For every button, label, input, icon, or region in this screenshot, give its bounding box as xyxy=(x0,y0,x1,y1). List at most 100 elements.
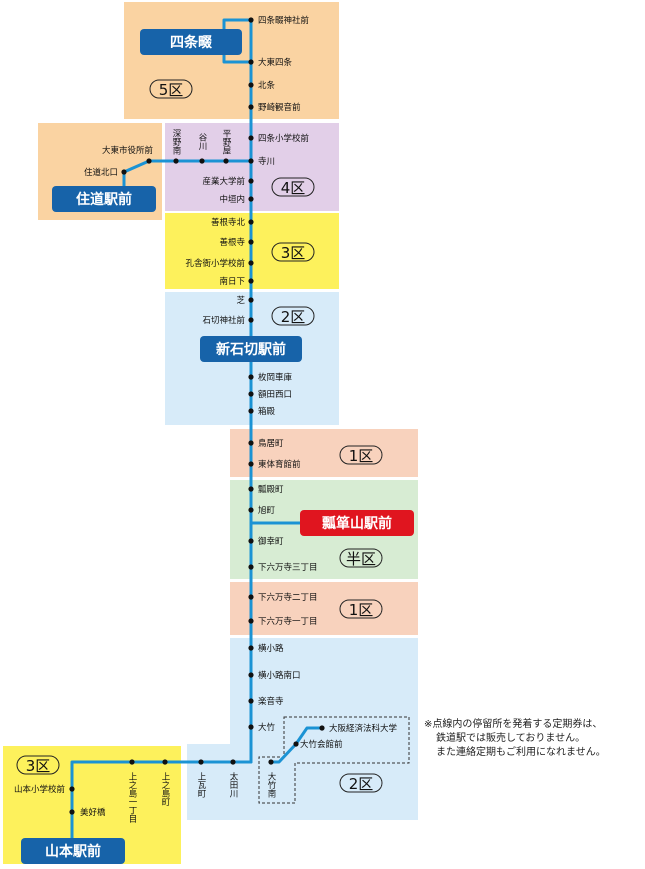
station-label-vertical: 大竹南 xyxy=(266,771,276,797)
stop-dot xyxy=(198,759,204,765)
station-label: 額田西口 xyxy=(258,389,292,400)
stop-dot xyxy=(248,178,254,184)
station-label: 大東市役所前 xyxy=(102,145,154,156)
station-label: 下六万寺二丁目 xyxy=(258,592,318,603)
stop-dot xyxy=(129,759,135,765)
zone-label-3-west: 3区 xyxy=(26,757,51,775)
station-label: 下六万寺三丁目 xyxy=(258,562,318,573)
stop-dot xyxy=(248,440,254,446)
station-label: 大竹 xyxy=(258,722,276,733)
station-label: 横小路 xyxy=(258,643,284,654)
hub-boxes: 四条畷 住道駅前 新石切駅前 瓢箪山駅前 山本駅前 xyxy=(21,29,414,864)
station-label: 東体育館前 xyxy=(258,459,301,470)
station-label: 美好橋 xyxy=(80,807,106,818)
station-labels-vertical: 大竹南 太田川 上瓦町 上之島町 上之島一丁目 平野屋 谷川 深野南 xyxy=(127,129,276,824)
stop-dot xyxy=(248,196,254,202)
stop-dot xyxy=(69,786,75,792)
stop-dot xyxy=(248,594,254,600)
station-label: 石切神社前 xyxy=(202,315,245,326)
ticket-notice-line-2: 鉄道駅では販売しておりません。 xyxy=(436,733,586,744)
stop-dot xyxy=(230,759,236,765)
stop-dot xyxy=(248,408,254,414)
station-label-vertical: 上之島一丁目 xyxy=(127,772,137,824)
hub-box-hyotanyama xyxy=(300,510,414,536)
zone-label-3: 3区 xyxy=(281,244,306,262)
station-label-vertical: 平野屋 xyxy=(221,129,231,155)
stop-dot xyxy=(146,158,152,164)
station-label-vertical: 上之島町 xyxy=(160,772,170,806)
stop-dot xyxy=(268,759,274,765)
station-label: 四条小学校前 xyxy=(258,133,310,144)
stop-dot xyxy=(248,82,254,88)
stop-dot xyxy=(199,158,205,164)
station-label: 大東四条 xyxy=(258,57,293,68)
station-label: 山本小学校前 xyxy=(14,784,66,795)
stop-dot xyxy=(293,741,299,747)
stop-dot xyxy=(173,158,179,164)
zone-label-4: 4区 xyxy=(281,179,306,197)
hub-box-shijonawate xyxy=(140,29,242,55)
station-label: 鳥居町 xyxy=(258,438,284,449)
station-label: 大竹会館前 xyxy=(300,739,343,750)
station-label: 住道北口 xyxy=(84,167,118,178)
stop-dot xyxy=(248,538,254,544)
station-label: 下六万寺一丁目 xyxy=(258,616,318,627)
station-label: 横小路南口 xyxy=(258,670,301,681)
stop-dot xyxy=(248,507,254,513)
stop-dot xyxy=(248,374,254,380)
station-label: 孔舎衙小学校前 xyxy=(185,258,245,269)
stop-dot xyxy=(248,297,254,303)
station-label: 野崎観音前 xyxy=(258,102,301,113)
stop-dot xyxy=(248,618,254,624)
zone-label-box xyxy=(271,177,315,197)
hub-label-shijonawate: 四条畷 xyxy=(170,34,212,51)
stop-dot xyxy=(319,725,325,731)
zone-1-area-north xyxy=(230,429,418,477)
zone-label-box xyxy=(339,548,383,568)
station-label: 寺川 xyxy=(258,157,275,167)
ticket-notice-line-3: また連絡定期もご利用になれません。 xyxy=(436,747,606,758)
stop-dot xyxy=(248,461,254,467)
stop-dot xyxy=(248,486,254,492)
stop-dot xyxy=(248,278,254,284)
stop-dot xyxy=(248,59,254,65)
stop-dot xyxy=(162,759,168,765)
hub-label-yamamoto: 山本駅前 xyxy=(45,843,101,860)
stop-dot xyxy=(248,724,254,730)
station-label-vertical: 谷川 xyxy=(197,133,207,150)
zone-2-area-south xyxy=(230,638,418,744)
station-label-vertical: 深野南 xyxy=(171,129,181,155)
stop-dot xyxy=(223,158,229,164)
otake-branch-line xyxy=(70,760,253,848)
station-label-vertical: 太田川 xyxy=(228,771,238,797)
zone-label-box xyxy=(149,79,193,99)
station-label-vertical: 上瓦町 xyxy=(196,772,206,798)
stop-dot xyxy=(248,317,254,323)
stop-dot xyxy=(69,809,75,815)
hub-label-sumidou: 住道駅前 xyxy=(76,191,132,208)
zone-1-area-south xyxy=(230,582,418,635)
stop-dot xyxy=(248,219,254,225)
stop-dot xyxy=(248,239,254,245)
zone-2-area-southwest xyxy=(187,744,418,820)
station-label: 北条 xyxy=(258,80,276,91)
station-label: 善根寺北 xyxy=(211,217,246,228)
zone-label-box xyxy=(271,242,315,262)
zone-label-1-north: 1区 xyxy=(349,447,374,465)
station-labels: 四条畷神社前 大東四条 北条 野崎観音前 四条小学校前 寺川 産業大学前 中垣内… xyxy=(14,15,398,818)
stop-dot xyxy=(248,135,254,141)
stop-dot xyxy=(248,645,254,651)
station-label: 旭町 xyxy=(258,505,276,516)
stop-dot xyxy=(248,158,254,164)
hub-box-yamamoto xyxy=(21,838,125,864)
zone-label-box xyxy=(16,755,60,775)
stop-dot xyxy=(248,17,254,23)
stop-dot xyxy=(248,104,254,110)
zone-label-5: 5区 xyxy=(159,81,184,99)
station-label: 大阪経済法科大学 xyxy=(329,723,398,734)
zone-label-half: 半区 xyxy=(346,550,376,568)
station-label: 枚岡車庫 xyxy=(258,372,293,383)
station-label: 産業大学前 xyxy=(202,176,245,187)
hub-label-hyotanyama: 瓢箪山駅前 xyxy=(322,515,392,532)
